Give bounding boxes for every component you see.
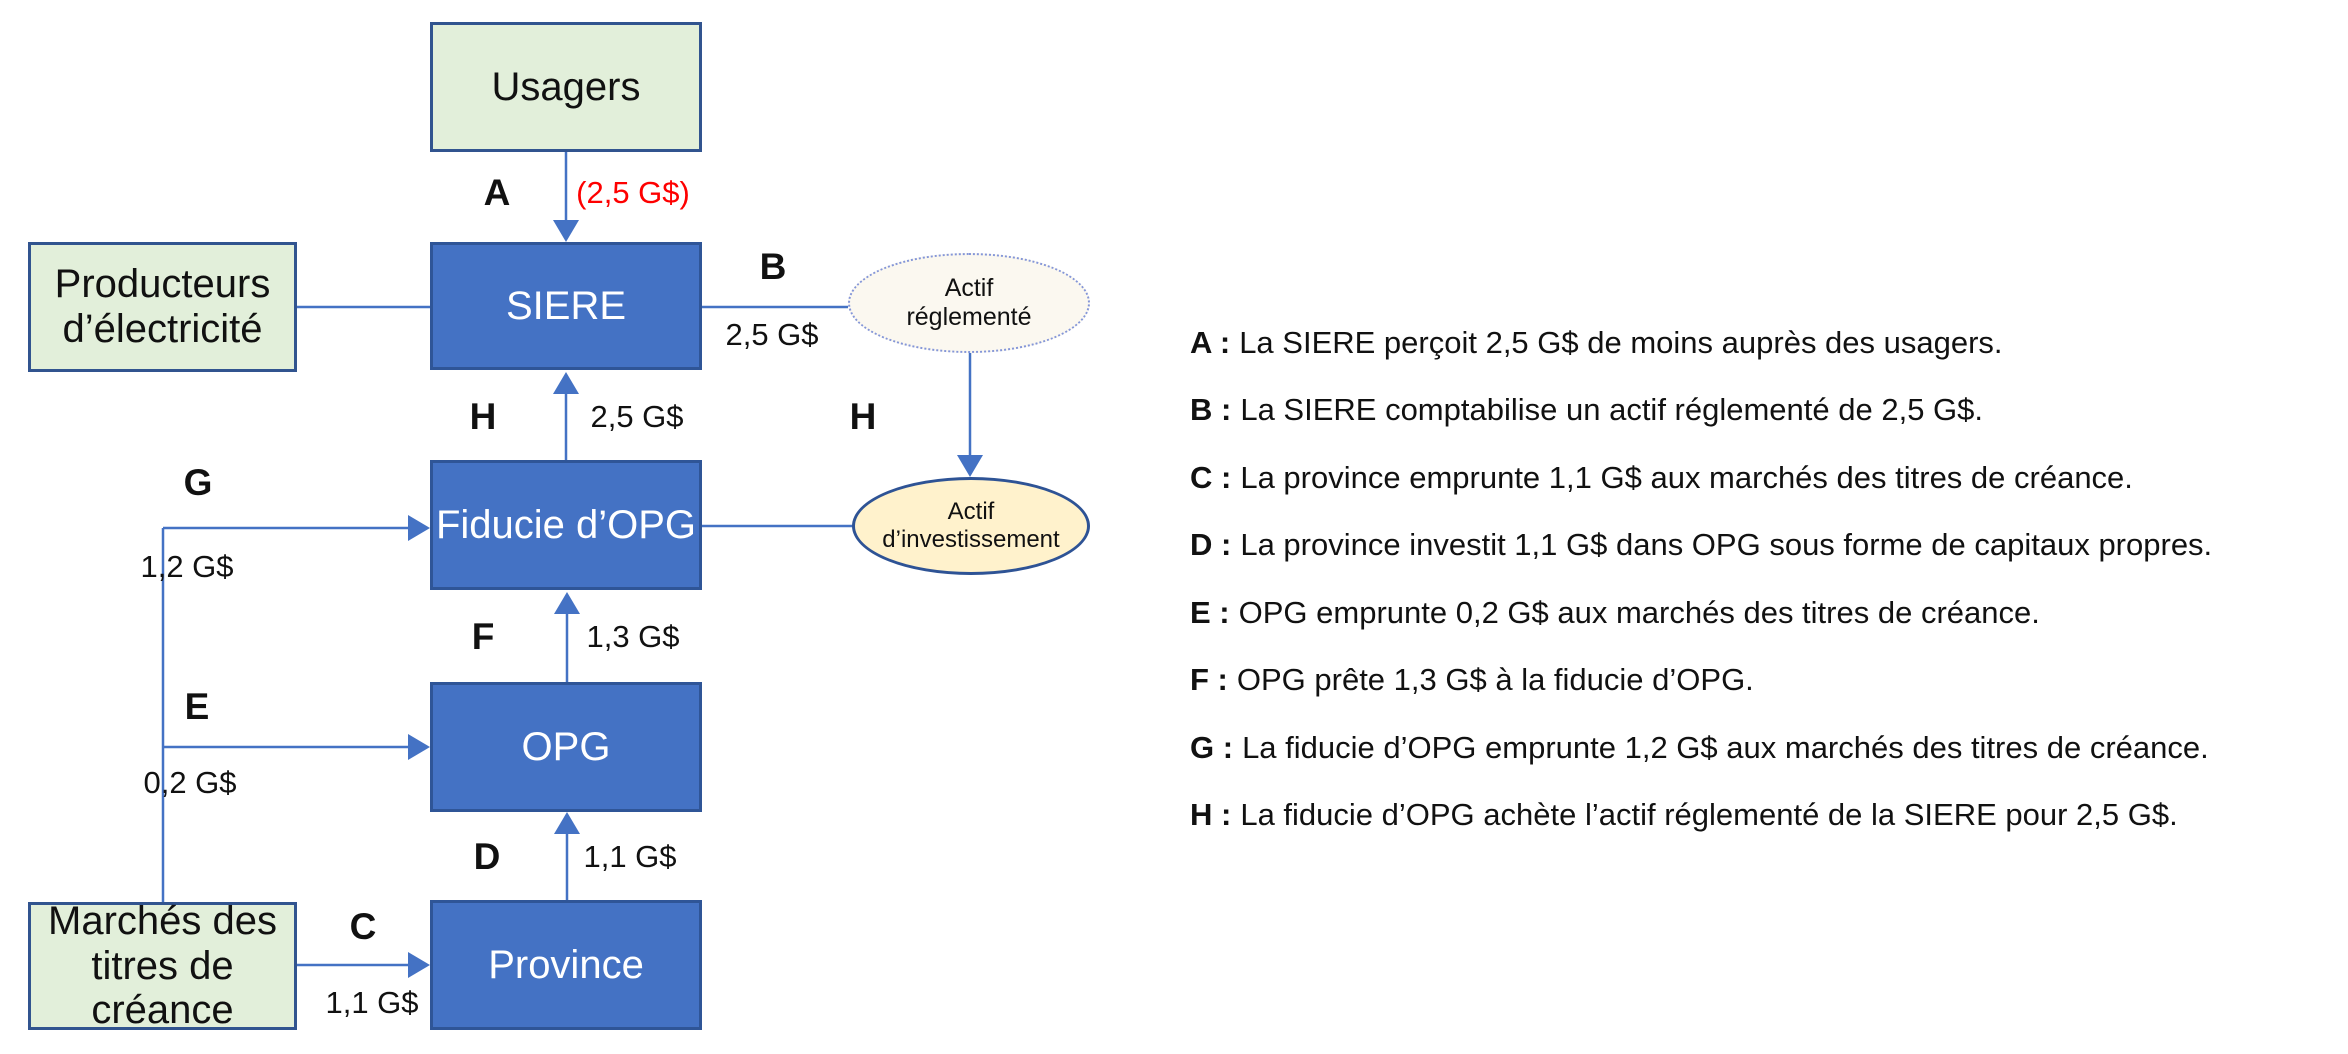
legend-text-g: La fiducie d’OPG emprunte 1,2 G$ aux mar… bbox=[1242, 729, 2209, 765]
node-opg: OPG bbox=[430, 682, 702, 812]
node-marches-label: Marchés des titres de créance bbox=[48, 898, 277, 1033]
legend-text-b: La SIERE comptabilise un actif réglement… bbox=[1240, 392, 1984, 428]
flow-value-c: 1,1 G$ bbox=[325, 985, 419, 1020]
legend-letter-c: C : bbox=[1190, 459, 1232, 495]
node-actif-investissement-label: Actif d’investissement bbox=[882, 498, 1060, 553]
legend-item-g: G : La fiducie d’OPG emprunte 1,2 G$ aux… bbox=[1190, 714, 2340, 782]
flow-letter-b: B bbox=[759, 246, 787, 287]
arrow-a-head bbox=[553, 220, 579, 242]
legend-text-h: La fiducie d’OPG achète l’actif réglemen… bbox=[1240, 797, 2178, 833]
arrow-h-left-head bbox=[553, 372, 579, 394]
node-marches: Marchés des titres de créance bbox=[28, 898, 297, 1033]
flow-letter-f: F bbox=[471, 616, 495, 657]
flow-value-g: 1,2 G$ bbox=[140, 549, 234, 584]
arrow-c-head bbox=[408, 952, 430, 978]
legend-letter-g: G : bbox=[1190, 729, 1234, 765]
flow-letter-e: E bbox=[184, 686, 210, 727]
flow-letter-a: A bbox=[483, 172, 511, 213]
flow-value-f: 1,3 G$ bbox=[586, 619, 680, 654]
legend-item-e: E : OPG emprunte 0,2 G$ aux marchés des … bbox=[1190, 579, 2340, 647]
legend-letter-f: F : bbox=[1190, 662, 1228, 698]
flow-letter-g: G bbox=[183, 462, 213, 503]
legend-item-a: A : La SIERE perçoit 2,5 G$ de moins aup… bbox=[1190, 309, 2340, 377]
node-fiducie-opg-label: Fiducie d’OPG bbox=[435, 502, 697, 547]
node-opg-label: OPG bbox=[521, 724, 611, 769]
node-actif-reglemente-label: Actif réglementé bbox=[906, 274, 1032, 331]
flow-value-b: 2,5 G$ bbox=[725, 317, 819, 352]
legend-item-f: F : OPG prête 1,3 G$ à la fiducie d’OPG. bbox=[1190, 647, 2340, 715]
flow-value-a: (2,5 G$) bbox=[576, 175, 690, 210]
legend-item-c: C : La province emprunte 1,1 G$ aux marc… bbox=[1190, 444, 2340, 512]
legend-letter-a: A : bbox=[1190, 324, 1231, 360]
legend-text-a: La SIERE perçoit 2,5 G$ de moins auprès … bbox=[1239, 324, 2003, 360]
legend-text-e: OPG emprunte 0,2 G$ aux marchés des titr… bbox=[1238, 594, 2040, 630]
arrow-d-head bbox=[554, 812, 580, 834]
node-producteurs-label: Producteurs d’électricité bbox=[54, 262, 271, 351]
legend-item-h: H : La fiducie d’OPG achète l’actif régl… bbox=[1190, 782, 2340, 850]
flow-letter-d: D bbox=[473, 836, 501, 877]
arrow-f-head bbox=[554, 592, 580, 614]
arrow-h-right-head bbox=[957, 455, 983, 477]
arrow-e-head bbox=[408, 734, 430, 760]
flow-value-e: 0,2 G$ bbox=[143, 765, 237, 800]
node-fiducie-opg: Fiducie d’OPG bbox=[430, 460, 702, 590]
node-province-label: Province bbox=[488, 942, 644, 987]
node-siere: SIERE bbox=[430, 242, 702, 370]
legend-text-f: OPG prête 1,3 G$ à la fiducie d’OPG. bbox=[1236, 662, 1754, 698]
node-actif-investissement: Actif d’investissement bbox=[852, 477, 1090, 575]
node-province: Province bbox=[430, 900, 702, 1030]
legend-text-c: La province emprunte 1,1 G$ aux marchés … bbox=[1240, 459, 2133, 495]
legend-item-b: B : La SIERE comptabilise un actif régle… bbox=[1190, 377, 2340, 445]
flow-letter-h-left: H bbox=[469, 396, 497, 437]
node-usagers-label: Usagers bbox=[491, 64, 641, 109]
legend-letter-h: H : bbox=[1190, 797, 1232, 833]
node-producteurs: Producteurs d’électricité bbox=[28, 242, 297, 372]
legend: A : La SIERE perçoit 2,5 G$ de moins aup… bbox=[1190, 309, 2340, 849]
flow-letter-c: C bbox=[349, 906, 377, 947]
arrow-g-head bbox=[408, 515, 430, 541]
flow-letter-h-right: H bbox=[849, 396, 877, 437]
node-siere-label: SIERE bbox=[505, 283, 627, 328]
legend-item-d: D : La province investit 1,1 G$ dans OPG… bbox=[1190, 512, 2340, 580]
flow-value-d: 1,1 G$ bbox=[583, 839, 677, 874]
legend-letter-d: D : bbox=[1190, 527, 1232, 563]
node-actif-reglemente: Actif réglementé bbox=[848, 253, 1090, 353]
node-usagers: Usagers bbox=[430, 22, 702, 152]
flow-value-h: 2,5 G$ bbox=[590, 399, 684, 434]
legend-text-d: La province investit 1,1 G$ dans OPG sou… bbox=[1240, 527, 2213, 563]
legend-letter-e: E : bbox=[1190, 594, 1230, 630]
legend-letter-b: B : bbox=[1190, 392, 1232, 428]
